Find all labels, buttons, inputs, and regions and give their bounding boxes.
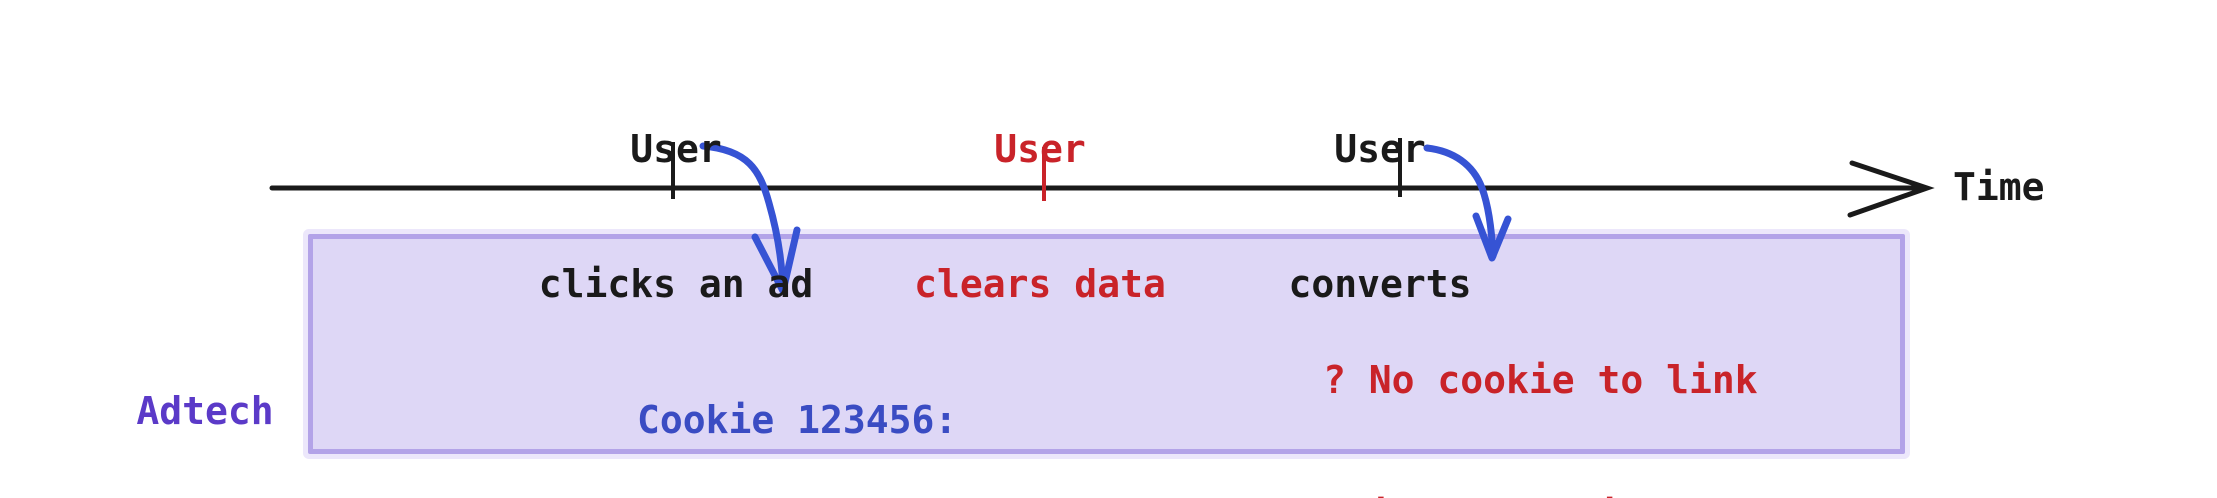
label-line: User <box>630 127 722 171</box>
time-axis-arrowhead-icon <box>1847 160 1935 218</box>
label-line: User <box>994 127 1086 171</box>
label-line: converts <box>1288 262 1472 306</box>
no-conversion-note: ? No cookie to link this conversion to ⇒… <box>1323 268 1758 498</box>
adtech-server-label: Adtech server <box>136 299 273 498</box>
label-line: ? No cookie to link <box>1323 358 1758 402</box>
label-line: clicks an ad <box>538 262 814 306</box>
adtech-server-box <box>308 234 1905 454</box>
label-line: Cookie 123456: <box>637 398 958 442</box>
label-line: Adtech <box>136 389 274 433</box>
event-label-user-clears-data: User clears data <box>914 37 1166 397</box>
event-label-user-clicks-ad: User clicks an ad <box>539 37 814 397</box>
cookie-logged-note: Cookie 123456: Ad clicked <box>637 308 957 498</box>
label-line: clears data <box>914 262 1166 306</box>
label-line: this conversion to <box>1323 493 1758 498</box>
label-line: User <box>1334 127 1426 171</box>
event-label-user-converts: User converts <box>1288 37 1471 397</box>
time-axis-label: Time <box>1953 165 2045 209</box>
